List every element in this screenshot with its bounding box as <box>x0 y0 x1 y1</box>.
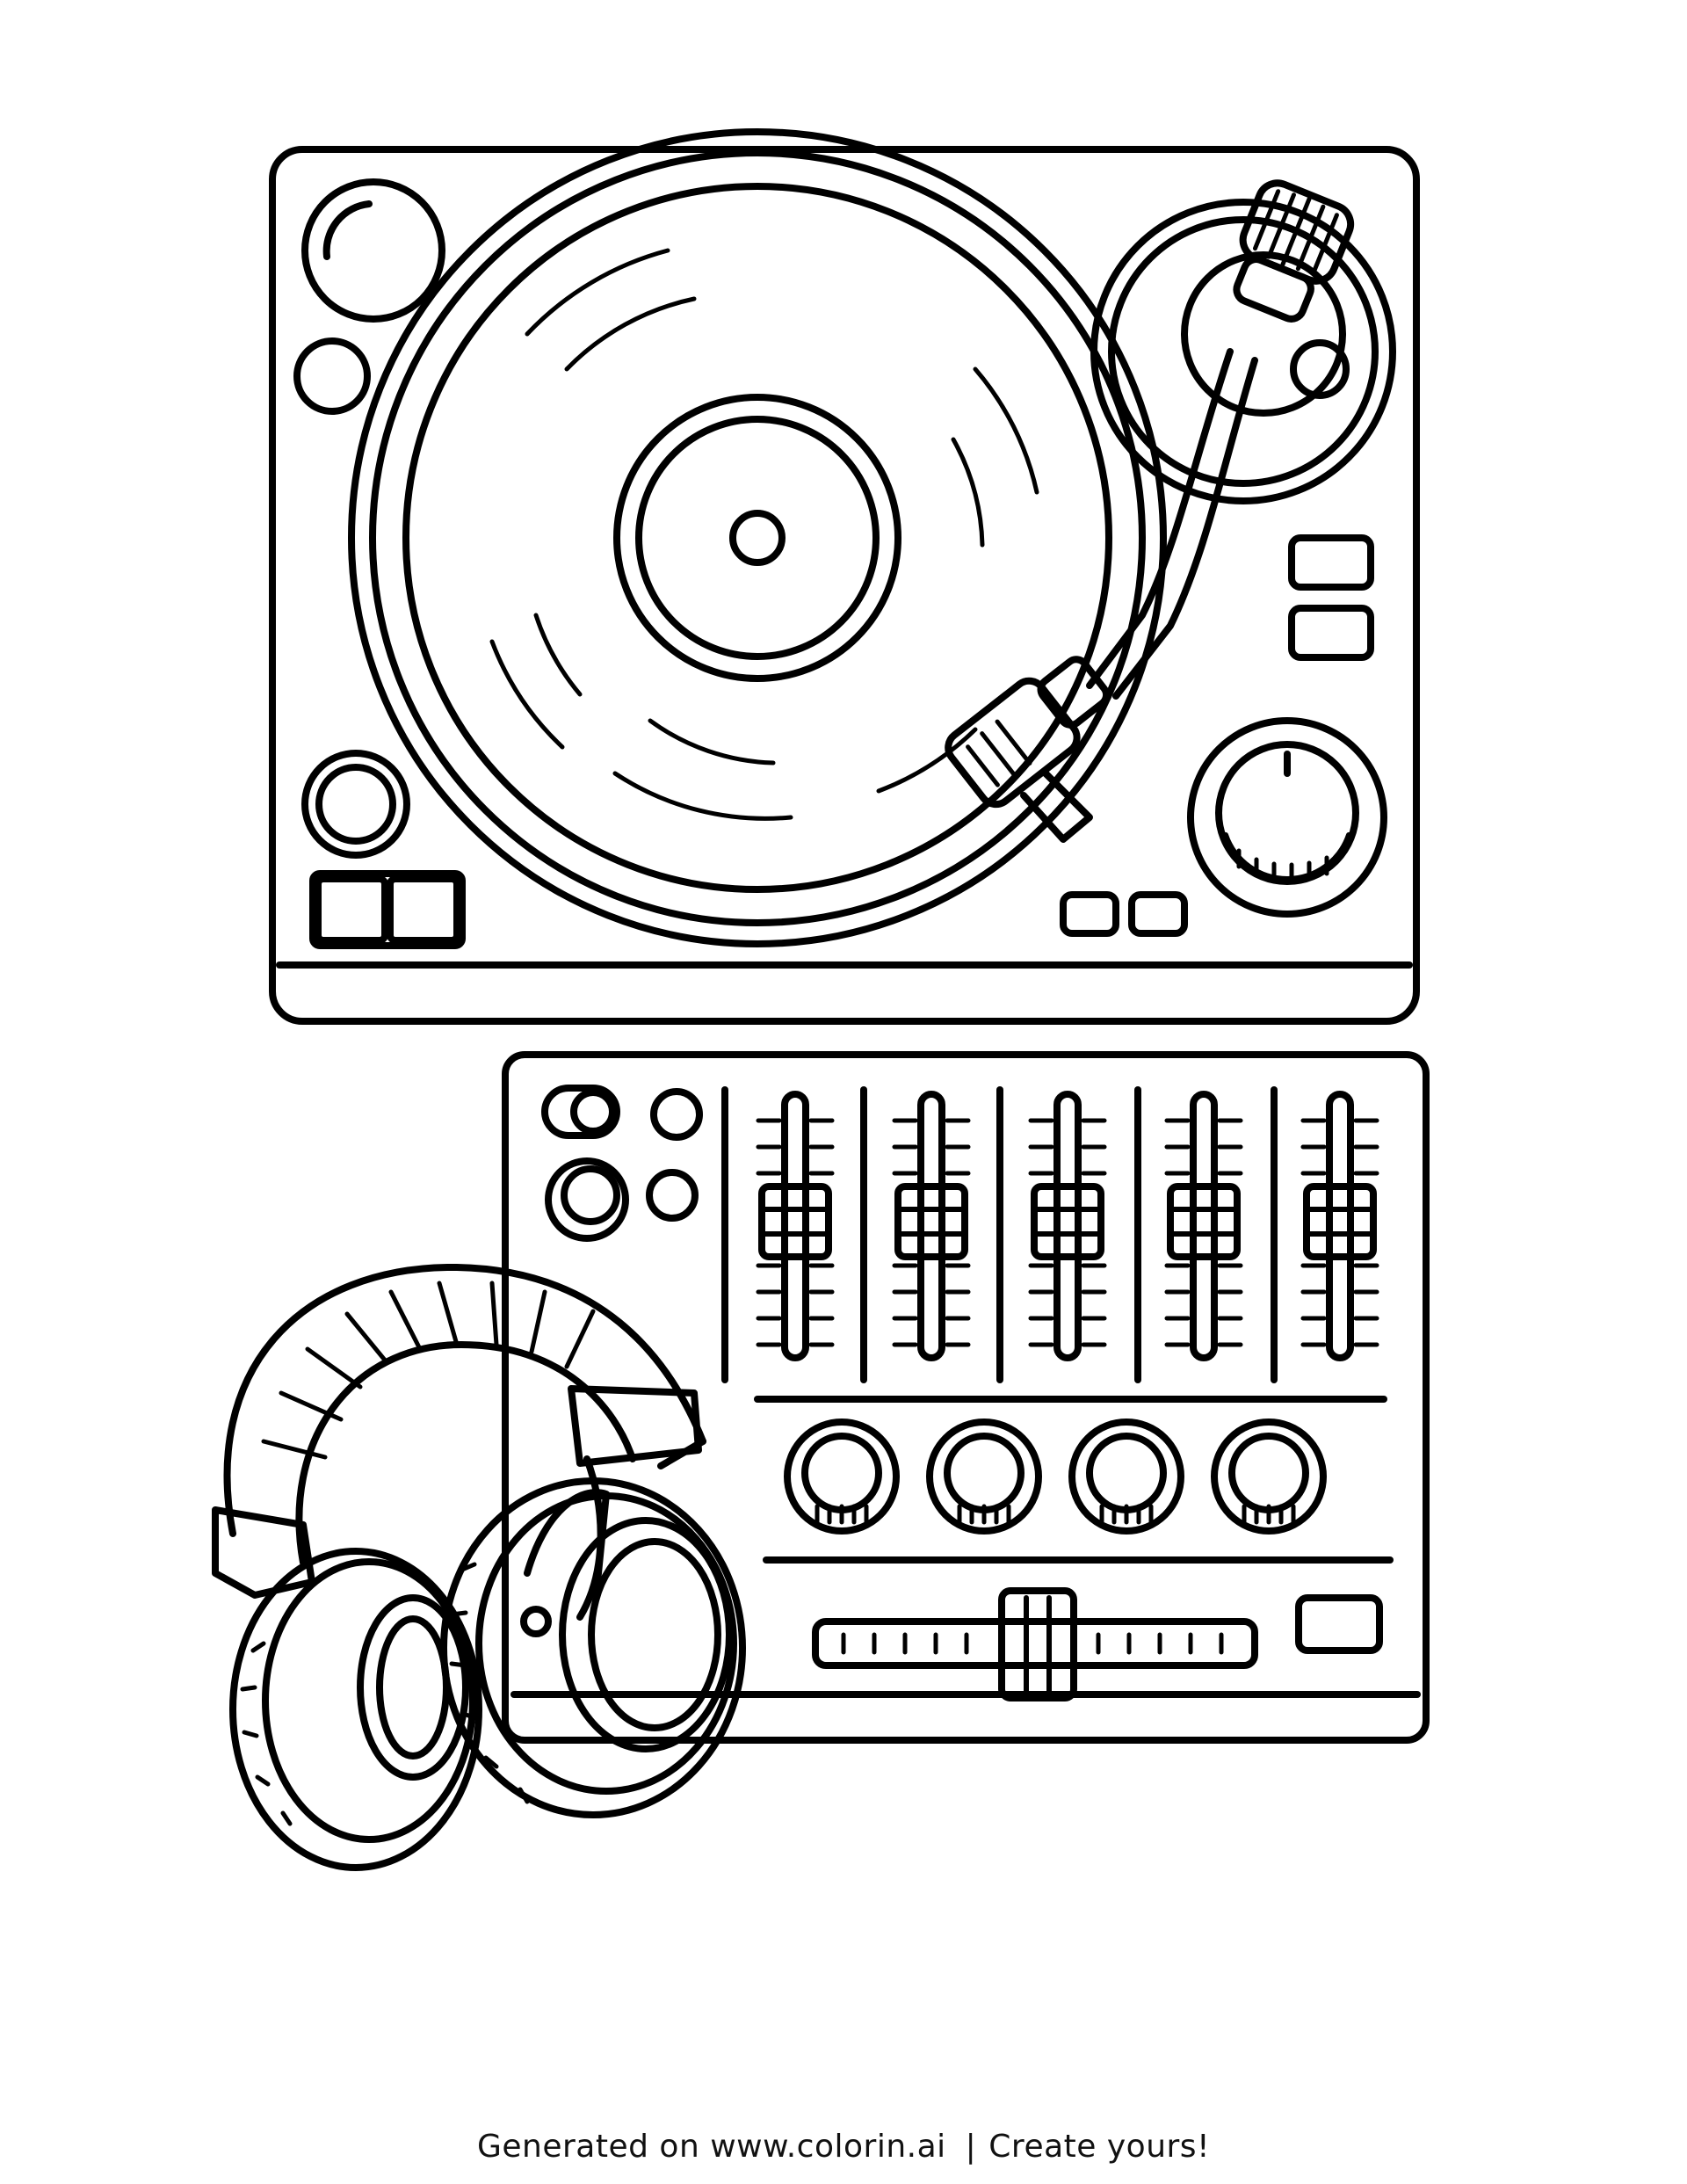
headphones <box>212 1263 746 1871</box>
fader-3 <box>1028 1091 1107 1361</box>
turntable <box>269 128 1420 1025</box>
right-slider <box>568 1385 702 1467</box>
mixer-body <box>502 1051 1430 1744</box>
mixer-knob-left <box>545 1157 629 1242</box>
channel-faders <box>756 1091 1379 1361</box>
eq-knob-4 <box>1211 1419 1327 1535</box>
fader-4 <box>1164 1091 1243 1361</box>
footer-credit: Generated on www.colorin.ai | Create yours… <box>0 2129 1687 2165</box>
side-button-top <box>1288 534 1374 591</box>
counterweight <box>1290 339 1350 399</box>
cue-lever <box>1020 770 1093 843</box>
fader-2 <box>892 1091 971 1361</box>
tonearm-base <box>1090 199 1396 504</box>
top-knob-large <box>301 178 445 323</box>
side-button-bottom <box>1288 605 1374 661</box>
spindle <box>729 510 786 566</box>
turntable-base <box>269 146 1420 1025</box>
channel-dividers <box>721 1086 1278 1383</box>
headband-padding <box>261 1281 596 1460</box>
crossfader-track <box>812 1618 1258 1669</box>
pitch-knob <box>1215 741 1359 885</box>
small-button-1 <box>1060 891 1119 937</box>
top-knob-small <box>293 337 371 415</box>
small-button-2 <box>1128 891 1188 937</box>
fader-5 <box>1300 1091 1379 1361</box>
eq-knobs <box>784 1419 1327 1535</box>
record-label-outer <box>613 394 901 682</box>
mixer-toggle <box>541 1085 620 1139</box>
right-hinge <box>524 1489 610 1585</box>
mixer-small-knob-1 <box>650 1088 703 1141</box>
footer-separator: | <box>965 2129 977 2165</box>
record-label <box>635 416 880 660</box>
pad-right <box>387 875 460 944</box>
tonearm <box>1086 348 1234 689</box>
right-ear-speaker <box>559 1517 733 1752</box>
generated-text: Generated on www.colorin.ai <box>477 2129 946 2165</box>
record-rim <box>369 149 1146 926</box>
create-yours-link[interactable]: Create yours! <box>988 2129 1210 2165</box>
headband <box>223 1263 706 1537</box>
vinyl-record <box>402 183 1112 893</box>
left-slider <box>212 1506 315 1599</box>
eq-knob-1 <box>784 1419 900 1535</box>
eq-knob-2 <box>926 1419 1042 1535</box>
bottom-knob <box>301 750 410 859</box>
platter <box>348 128 1167 947</box>
pad-left <box>315 875 388 944</box>
crossfader-knob <box>998 1587 1077 1701</box>
record-grooves <box>489 248 1039 821</box>
right-ear-cup <box>440 1477 746 1818</box>
tonearm-weight <box>1233 179 1355 323</box>
mixer <box>502 1051 1430 1744</box>
mixer-small-knob-2 <box>646 1169 699 1222</box>
headshell <box>945 656 1111 809</box>
tonearm-pivot <box>1181 251 1346 417</box>
left-ear-cup <box>229 1548 482 1871</box>
pitch-knob-ring <box>1187 717 1387 918</box>
eq-knob-3 <box>1068 1419 1184 1535</box>
mixer-button <box>1295 1594 1383 1654</box>
fader-1 <box>756 1091 835 1361</box>
